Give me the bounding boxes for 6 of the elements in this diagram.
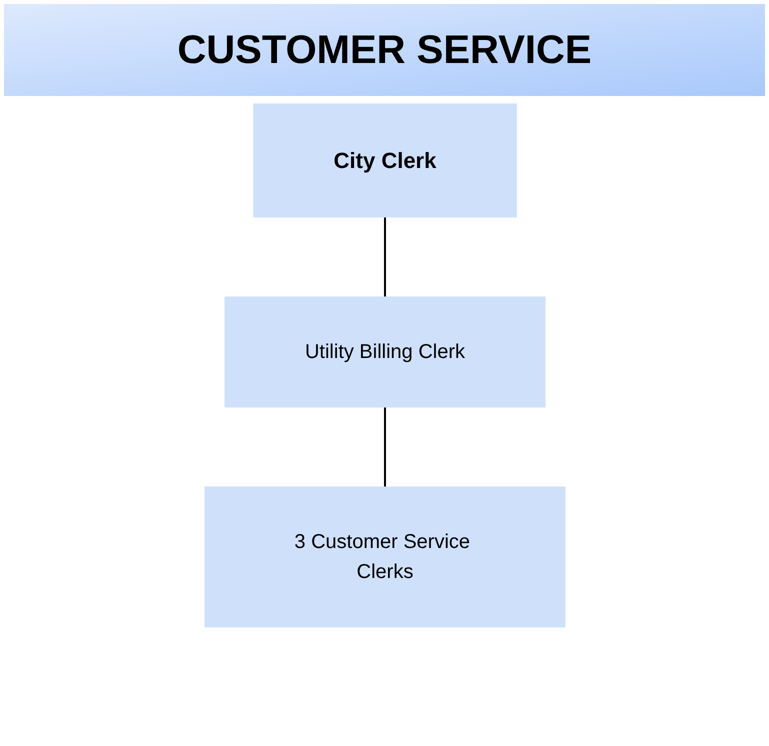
title-banner: CUSTOMER SERVICE — [4, 4, 765, 96]
connector — [384, 407, 386, 487]
node-box: 3 Customer Service Clerks — [204, 486, 565, 628]
node-box: Utility Billing Clerk — [224, 296, 546, 408]
node-box: City Clerk — [252, 104, 516, 218]
connector — [384, 217, 386, 297]
